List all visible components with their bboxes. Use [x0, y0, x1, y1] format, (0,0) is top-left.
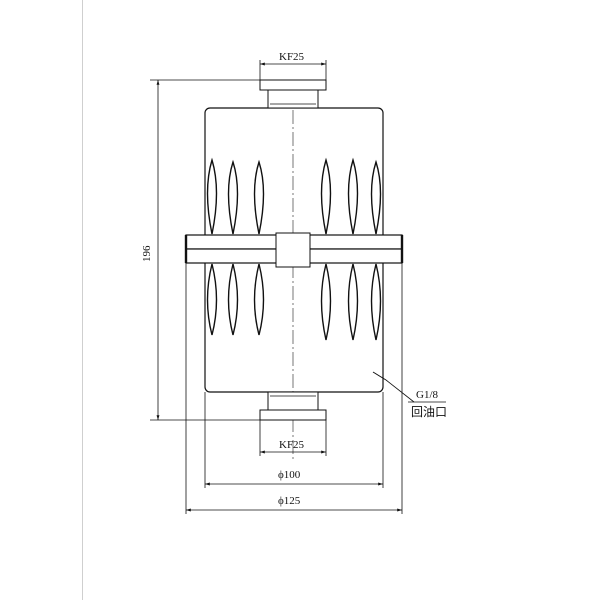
- top-port: [259, 79, 327, 109]
- port-thread-label: G1/8: [416, 389, 439, 401]
- height-dimension: [150, 79, 260, 421]
- oil-return-port: [372, 371, 446, 403]
- outer-diameter-dimension: [185, 263, 403, 514]
- cooling-fins: [206, 157, 382, 341]
- top-flange-label: KF25: [279, 51, 305, 63]
- inner-diameter-label: ϕ100: [278, 469, 301, 481]
- height-label: 196: [141, 245, 153, 262]
- inner-diameter-dimension: [204, 392, 384, 488]
- bottom-port: [259, 391, 327, 421]
- middle-flange: [184, 232, 404, 268]
- port-name-label: 回油口: [411, 405, 447, 419]
- outer-diameter-label: ϕ125: [278, 495, 301, 507]
- bottom-flange-dimension: [259, 420, 327, 456]
- top-flange-dimension: [259, 60, 327, 80]
- bottom-flange-label: KF25: [279, 439, 305, 451]
- sheet-margin: [0, 0, 83, 600]
